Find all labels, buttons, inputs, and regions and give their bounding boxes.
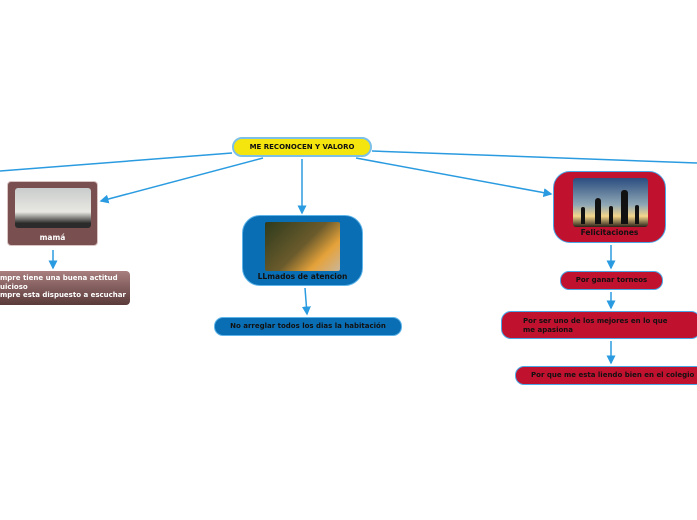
mama-item: mpre tiene una buena actitud bbox=[0, 274, 118, 282]
family-sunset-image bbox=[573, 178, 648, 227]
habitacion-label: No arreglar todos los dias la habitación bbox=[230, 322, 386, 330]
mama-label: mamá bbox=[39, 233, 66, 242]
colegio-label: Por que me esta liendo bien en el colegi… bbox=[531, 371, 695, 379]
subtopic-habitacion[interactable]: No arreglar todos los dias la habitación bbox=[214, 317, 402, 336]
llamados-label: LLmados de atencion bbox=[257, 272, 348, 281]
subtopic-colegio[interactable]: Por que me esta liendo bien en el colegi… bbox=[515, 366, 697, 385]
root-label: ME RECONOCEN Y VALORO bbox=[249, 143, 355, 151]
felicitaciones-label: Felicitaciones bbox=[580, 228, 639, 237]
root-topic[interactable]: ME RECONOCEN Y VALORO bbox=[232, 137, 372, 157]
link-root-felicitaciones bbox=[355, 157, 553, 198]
mejores-label: Por ser uno de los mejores en lo que me … bbox=[523, 317, 668, 334]
family-silhouette-image bbox=[15, 188, 91, 228]
mama-item: uicioso bbox=[0, 282, 28, 291]
subtopic-torneos[interactable]: Por ganar torneos bbox=[560, 271, 663, 290]
topic-felicitaciones[interactable]: Felicitaciones bbox=[553, 171, 666, 243]
topic-mama[interactable]: mamá bbox=[7, 181, 98, 246]
link-root-mama bbox=[99, 157, 264, 204]
torneos-label: Por ganar torneos bbox=[575, 276, 648, 284]
topic-llamados[interactable]: LLmados de atencion bbox=[242, 215, 363, 286]
mama-details[interactable]: mpre tiene una buena actitud uicioso mpr… bbox=[0, 271, 130, 305]
link-root-offright bbox=[371, 150, 697, 164]
link-llamados-child bbox=[301, 287, 311, 316]
link-root-offleft bbox=[0, 152, 233, 172]
family-walking-image bbox=[265, 222, 340, 271]
subtopic-mejores[interactable]: Por ser uno de los mejores en lo que me … bbox=[501, 311, 697, 339]
mama-item: mpre esta dispuesto a escuchar bbox=[0, 291, 126, 299]
